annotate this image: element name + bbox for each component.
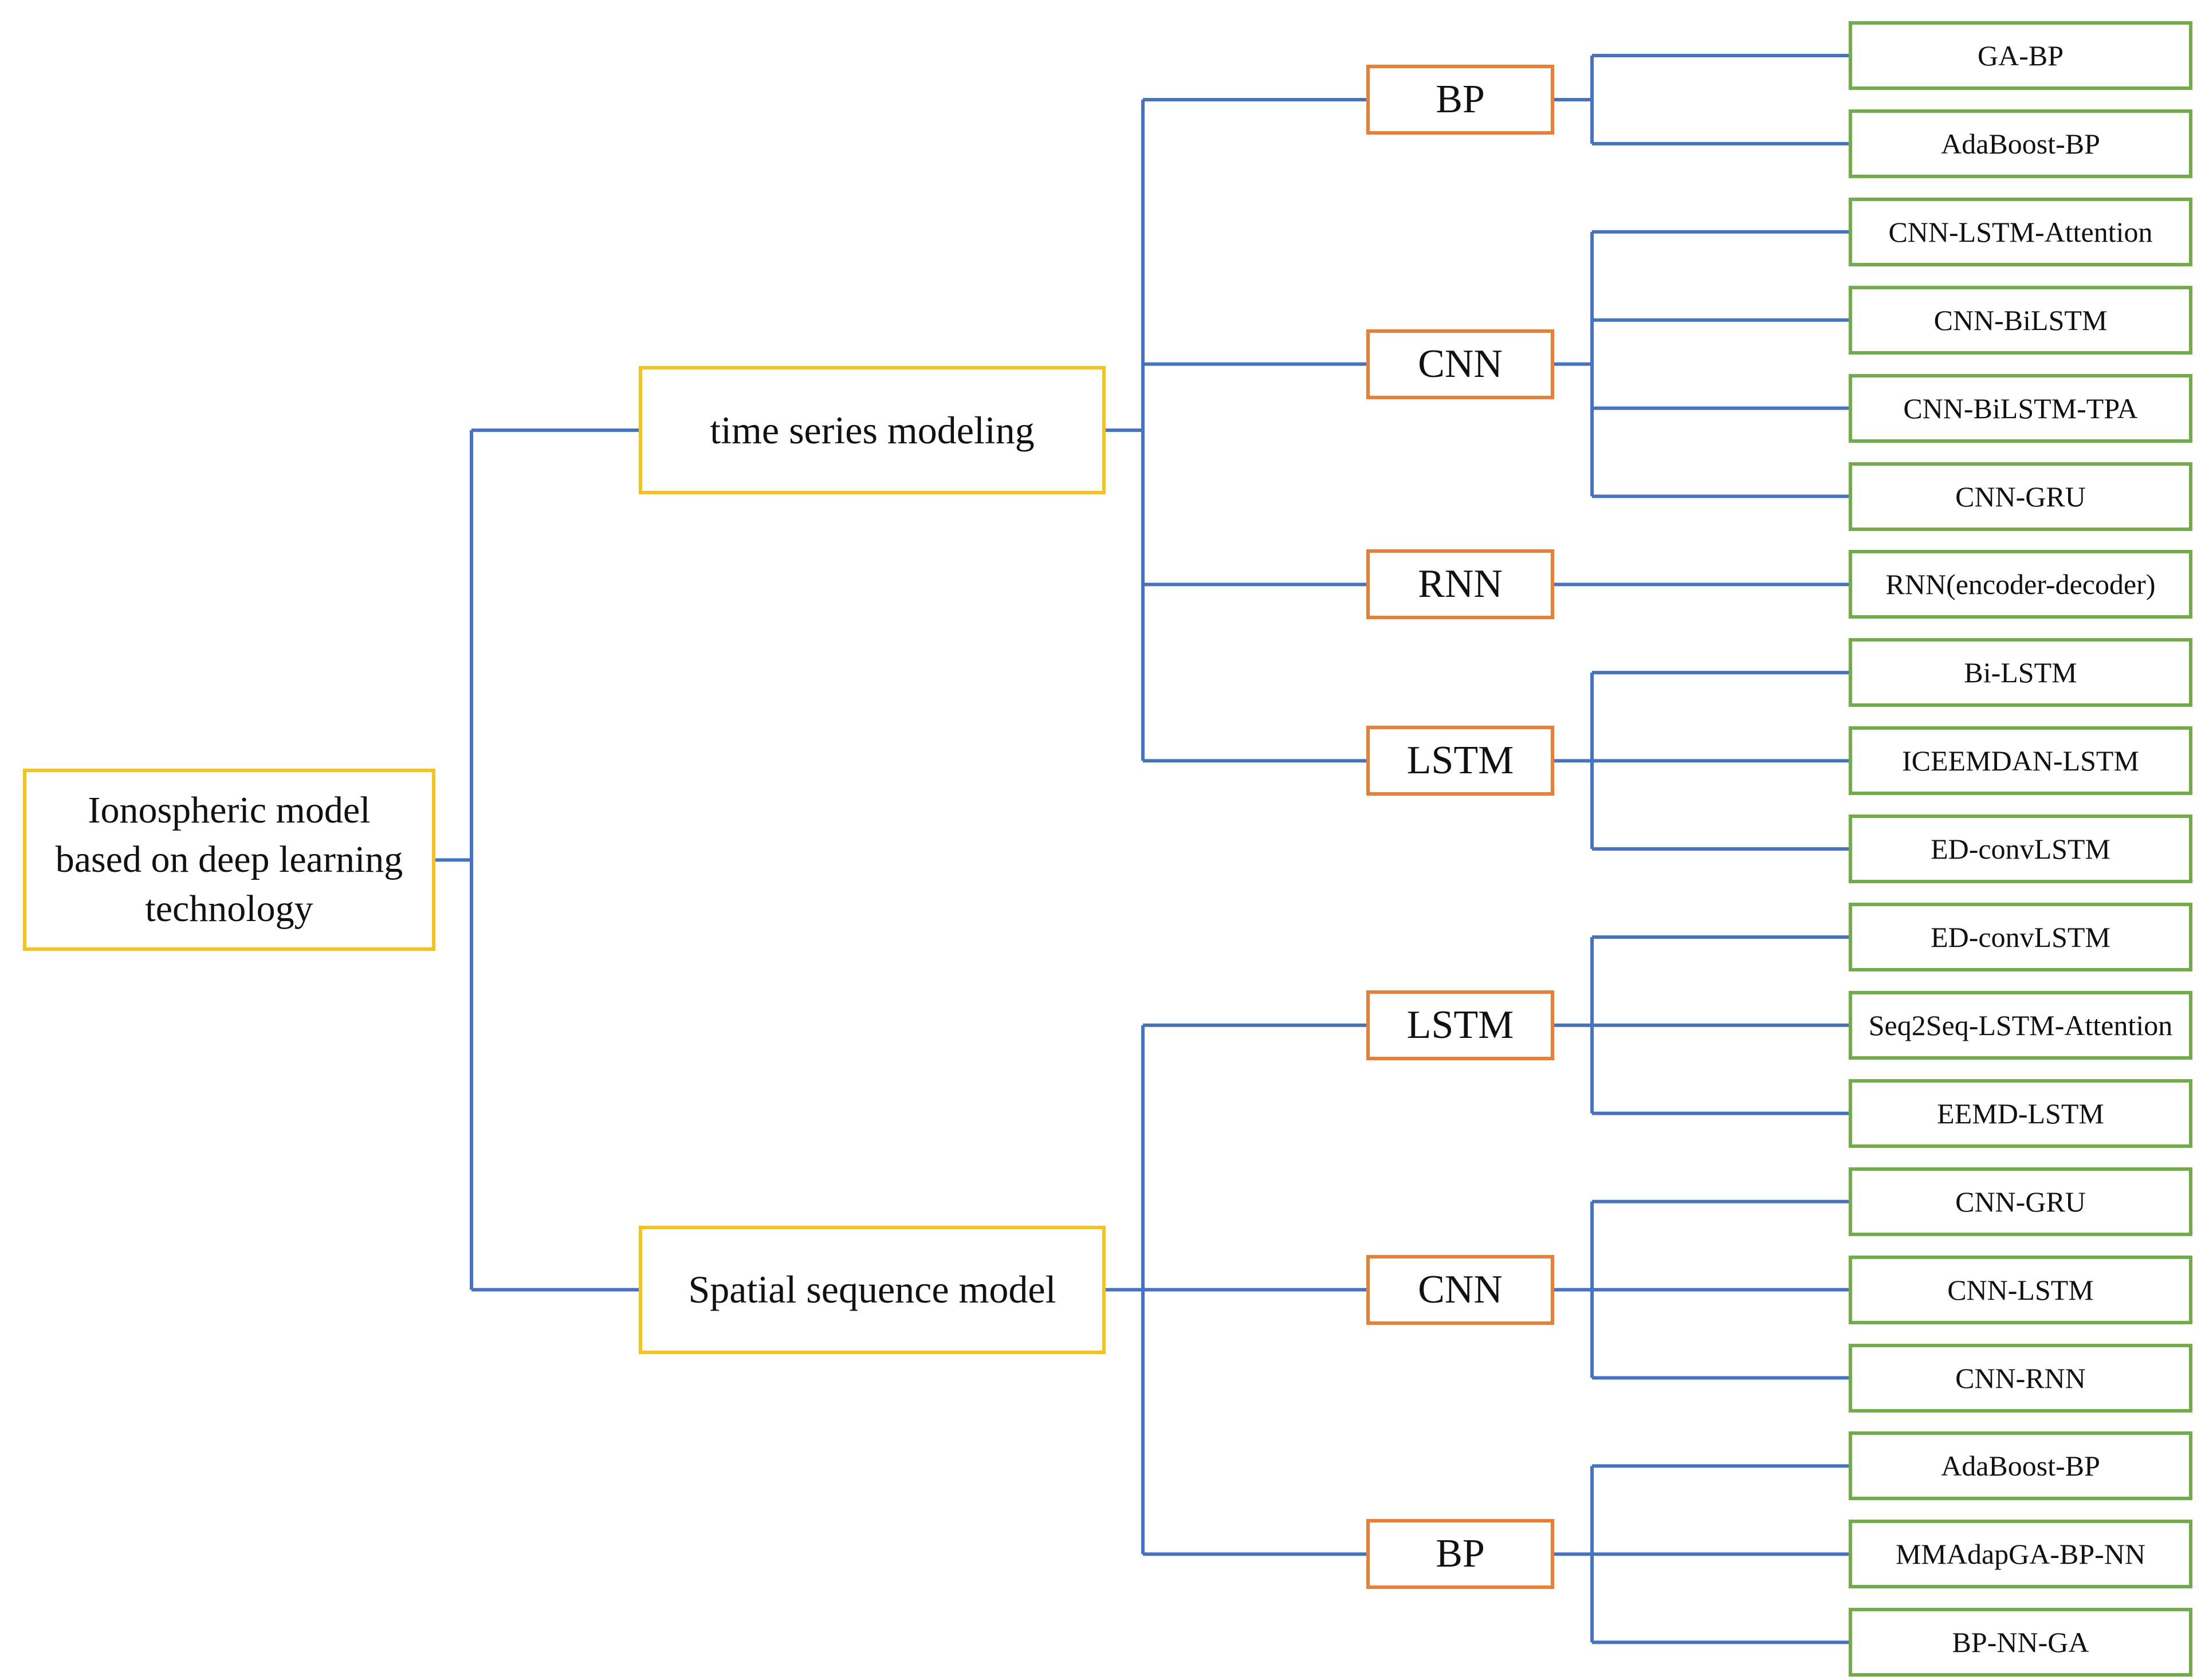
model-variant-box: CNN-GRU — [1849, 1167, 2192, 1236]
model-family-box: LSTM — [1366, 726, 1554, 796]
model-family-box: BP — [1366, 64, 1554, 135]
model-family-box: CNN — [1366, 1254, 1554, 1325]
model-family-box: RNN — [1366, 549, 1554, 620]
model-variant-box: CNN-GRU — [1849, 462, 2192, 531]
root-label-line: Ionospheric model — [88, 789, 371, 832]
model-variant-box: CNN-BiLSTM — [1849, 285, 2192, 355]
model-variant-box: AdaBoost-BP — [1849, 1431, 2192, 1501]
root-box: Ionospheric model based on deep learning t… — [23, 769, 435, 951]
model-variant-box: CNN-LSTM-Attention — [1849, 197, 2192, 266]
category-box: time series modeling — [639, 366, 1106, 495]
model-variant-box: ED-convLSTM — [1849, 815, 2192, 884]
model-family-box: LSTM — [1366, 990, 1554, 1060]
model-variant-box: ICEEMDAN-LSTM — [1849, 726, 2192, 796]
model-variant-box: AdaBoost-BP — [1849, 109, 2192, 178]
root-label-line: based on deep learning — [55, 839, 403, 881]
model-variant-box: Bi-LSTM — [1849, 638, 2192, 707]
model-variant-box: CNN-LSTM — [1849, 1255, 2192, 1324]
model-variant-box: Seq2Seq-LSTM-Attention — [1849, 990, 2192, 1060]
model-family-box: BP — [1366, 1519, 1554, 1589]
model-variant-box: RNN(encoder-decoder) — [1849, 550, 2192, 619]
root-label: Ionospheric model based on deep learning t… — [56, 786, 403, 934]
model-variant-box: MMAdapGA-BP-NN — [1849, 1520, 2192, 1589]
model-variant-box: GA-BP — [1849, 21, 2192, 90]
root-label-line: technology — [145, 888, 313, 930]
model-variant-box: EEMD-LSTM — [1849, 1079, 2192, 1148]
model-variant-box: BP-NN-GA — [1849, 1608, 2192, 1677]
model-variant-box: ED-convLSTM — [1849, 903, 2192, 971]
model-variant-box: CNN-BiLSTM-TPA — [1849, 373, 2192, 443]
model-family-box: CNN — [1366, 329, 1554, 399]
model-variant-box: CNN-RNN — [1849, 1343, 2192, 1413]
category-box: Spatial sequence model — [639, 1225, 1106, 1354]
